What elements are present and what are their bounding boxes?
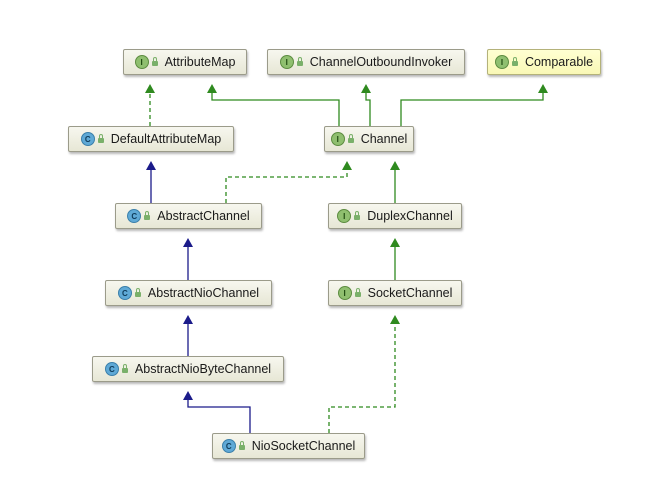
node-default-attribute-map[interactable]: C DefaultAttributeMap	[68, 126, 234, 152]
node-socket-channel[interactable]: I SocketChannel	[328, 280, 462, 306]
edge-channel-to-attribute-map	[211, 93, 340, 126]
public-access-icon	[121, 364, 128, 373]
arrowhead	[183, 391, 193, 400]
interface-icon: I	[494, 55, 509, 69]
arrowhead	[183, 238, 193, 247]
arrowhead	[145, 84, 155, 93]
interface-icon: I	[330, 132, 345, 146]
node-abstract-nio-channel[interactable]: C AbstractNioChannel	[105, 280, 272, 306]
public-access-icon	[354, 211, 361, 220]
arrowhead	[390, 238, 400, 247]
public-access-icon	[238, 441, 245, 450]
arrowhead	[207, 84, 217, 93]
arrowhead	[390, 315, 400, 324]
edge-nio-socket-channel-to-socket-channel	[328, 324, 396, 433]
edge-nio-socket-channel-to-abstract-nio-byte-channel	[187, 400, 251, 433]
node-label: DuplexChannel	[367, 208, 453, 223]
public-access-icon	[511, 57, 518, 66]
node-label: AbstractChannel	[157, 208, 250, 223]
node-nio-socket-channel[interactable]: C NioSocketChannel	[212, 433, 365, 459]
node-label: AttributeMap	[164, 54, 236, 69]
arrowhead	[183, 315, 193, 324]
public-access-icon	[134, 288, 141, 297]
node-abstract-nio-byte-channel[interactable]: C AbstractNioByteChannel	[92, 356, 284, 382]
node-label: AbstractNioByteChannel	[134, 361, 272, 376]
class-icon: C	[104, 362, 119, 376]
node-label: Comparable	[524, 54, 594, 69]
arrowhead	[538, 84, 548, 93]
public-access-icon	[296, 57, 303, 66]
public-access-icon	[347, 134, 354, 143]
node-label: SocketChannel	[367, 285, 453, 300]
arrowhead	[342, 161, 352, 170]
node-abstract-channel[interactable]: C AbstractChannel	[115, 203, 262, 229]
node-label: Channel	[360, 131, 408, 146]
interface-icon: I	[134, 55, 149, 69]
node-label: NioSocketChannel	[251, 438, 356, 453]
edge-channel-to-comparable	[400, 93, 544, 126]
public-access-icon	[144, 211, 151, 220]
public-access-icon	[354, 288, 361, 297]
node-label: DefaultAttributeMap	[110, 131, 222, 146]
edge-channel-to-channel-outbound-invoker	[365, 93, 371, 126]
class-icon: C	[117, 286, 132, 300]
node-label: ChannelOutboundInvoker	[309, 54, 453, 69]
arrowhead	[390, 161, 400, 170]
public-access-icon	[151, 57, 158, 66]
arrowhead	[361, 84, 371, 93]
node-attribute-map[interactable]: I AttributeMap	[123, 49, 247, 75]
node-comparable[interactable]: I Comparable	[487, 49, 601, 75]
node-channel-outbound-invoker[interactable]: I ChannelOutboundInvoker	[267, 49, 465, 75]
arrowhead	[146, 161, 156, 170]
interface-icon: I	[337, 286, 352, 300]
edge-abstract-channel-to-channel	[225, 170, 348, 203]
node-label: AbstractNioChannel	[147, 285, 260, 300]
interface-icon: I	[279, 55, 294, 69]
node-channel[interactable]: I Channel	[324, 126, 414, 152]
class-icon: C	[127, 209, 142, 223]
interface-icon: I	[337, 209, 352, 223]
node-duplex-channel[interactable]: I DuplexChannel	[328, 203, 462, 229]
public-access-icon	[97, 134, 104, 143]
class-icon: C	[80, 132, 95, 146]
class-icon: C	[221, 439, 236, 453]
